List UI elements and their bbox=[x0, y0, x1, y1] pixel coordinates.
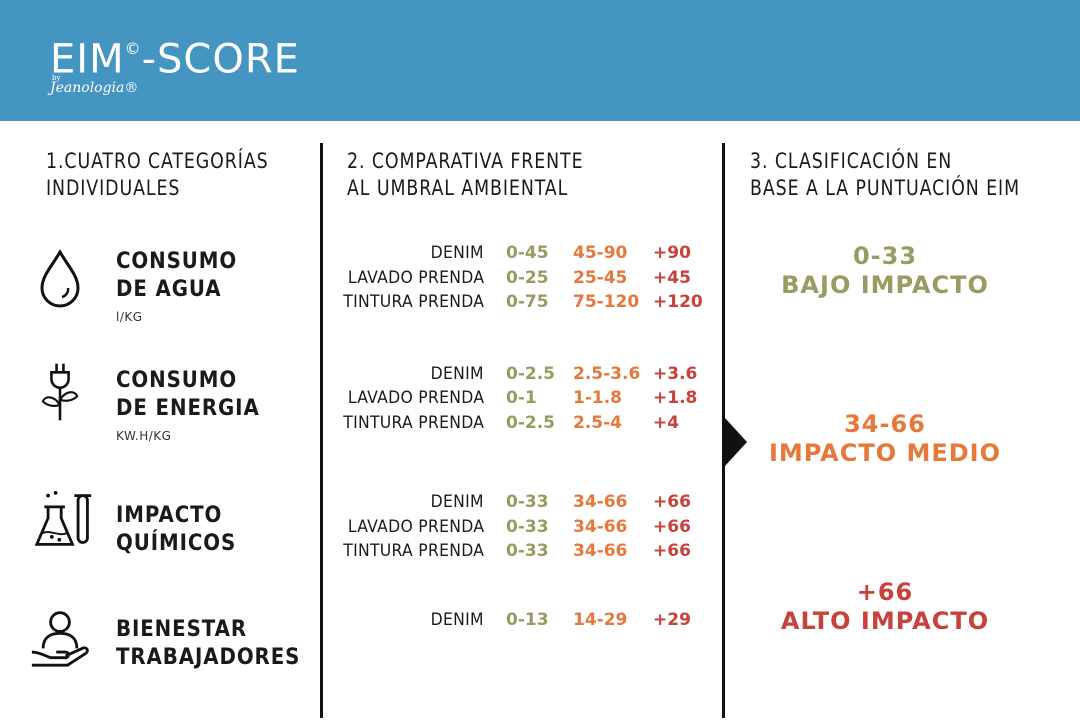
column-title-threshold: 2. COMPARATIVA FRENTE AL UMBRAL AMBIENTA… bbox=[347, 149, 584, 200]
table-row: TINTURA PRENDA 0-33 34-66 +66 bbox=[343, 541, 691, 561]
table-row: TINTURA PRENDA 0-2.5 2.5-4 +4 bbox=[343, 413, 680, 433]
eim-score-logo: EIM©-SCORE bbox=[50, 36, 300, 83]
water-drop-icon bbox=[40, 248, 80, 308]
column-divider bbox=[722, 143, 725, 718]
classification-medium: 34-66 IMPACTO MEDIO bbox=[768, 410, 1002, 467]
table-row: TINTURA PRENDA 0-75 75-120 +120 bbox=[343, 292, 703, 312]
category-name-workers: BIENESTAR TRABAJADORES bbox=[116, 617, 301, 670]
category-name-water: CONSUMO DE AGUA bbox=[116, 249, 238, 302]
column-title-classification: 3. CLASIFICACIÓN EN BASE A LA PUNTUACIÓN… bbox=[750, 149, 1021, 200]
category-name-chemicals: IMPACTO QUÍMICOS bbox=[116, 503, 237, 556]
header-banner: EIM©-SCORE by Jeanologia® bbox=[0, 0, 1080, 121]
classification-high: +66 ALTO IMPACTO bbox=[780, 578, 990, 635]
column-divider bbox=[320, 143, 323, 718]
table-row: DENIM 0-2.5 2.5-3.6 +3.6 bbox=[430, 364, 698, 384]
column-title-categories: 1.CUATRO CATEGORÍAS INDIVIDUALES bbox=[46, 149, 269, 200]
category-name-energy: CONSUMO DE ENERGIA bbox=[116, 368, 260, 421]
flask-icon bbox=[34, 490, 92, 546]
arrow-right-icon bbox=[725, 418, 747, 466]
table-row: LAVADO PRENDA 0-25 25-45 +45 bbox=[347, 268, 691, 288]
table-row: DENIM 0-45 45-90 +90 bbox=[430, 243, 691, 263]
table-row: DENIM 0-33 34-66 +66 bbox=[430, 492, 691, 512]
classification-low: 0-33 BAJO IMPACTO bbox=[781, 242, 989, 299]
table-row: DENIM 0-13 14-29 +29 bbox=[430, 610, 691, 630]
jeanologia-brand: Jeanologia® bbox=[50, 80, 139, 96]
table-row: LAVADO PRENDA 0-33 34-66 +66 bbox=[347, 517, 691, 537]
logo-by-text: by bbox=[52, 74, 61, 82]
category-unit-energy: KW.H/KG bbox=[116, 429, 172, 443]
plug-plant-icon bbox=[41, 363, 79, 421]
category-unit-water: l/KG bbox=[116, 310, 143, 324]
worker-hand-icon bbox=[31, 611, 89, 667]
table-row: LAVADO PRENDA 0-1 1-1.8 +1.8 bbox=[347, 388, 698, 408]
